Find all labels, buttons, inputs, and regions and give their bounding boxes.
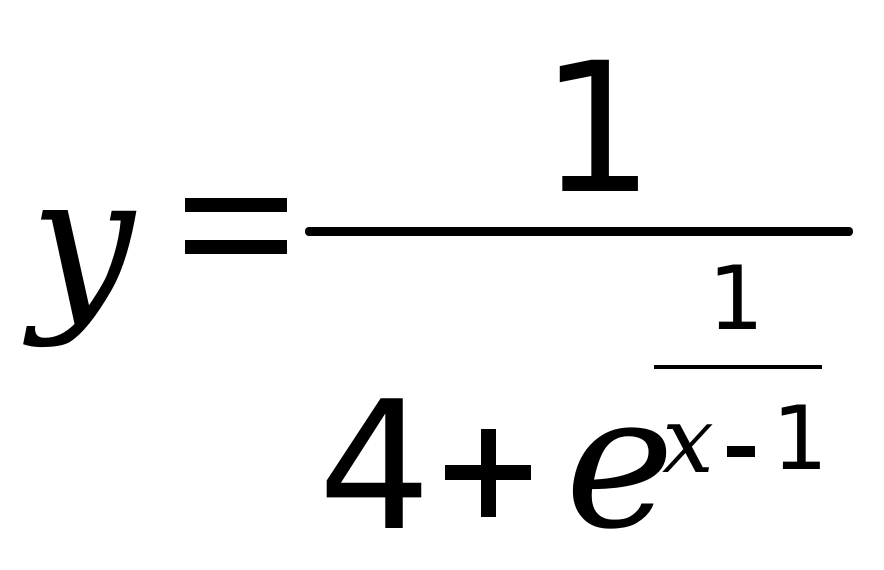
equals-sign-top-bar — [185, 198, 287, 212]
plus-sign-vertical — [481, 429, 496, 517]
exponent-minus-sign — [727, 446, 755, 457]
numerator-one: 1 — [540, 25, 655, 234]
equals-sign-bottom-bar — [185, 240, 287, 254]
exponent-variable-x: x — [662, 387, 714, 494]
denominator-four: 4 — [318, 363, 432, 570]
exponent-fraction-bar — [654, 365, 822, 369]
exponent-numerator-one: 1 — [708, 247, 764, 350]
base-e: e — [565, 354, 675, 570]
variable-y: y — [30, 134, 135, 350]
main-fraction-bar — [305, 227, 853, 236]
exponent-denominator-one: 1 — [772, 387, 828, 490]
